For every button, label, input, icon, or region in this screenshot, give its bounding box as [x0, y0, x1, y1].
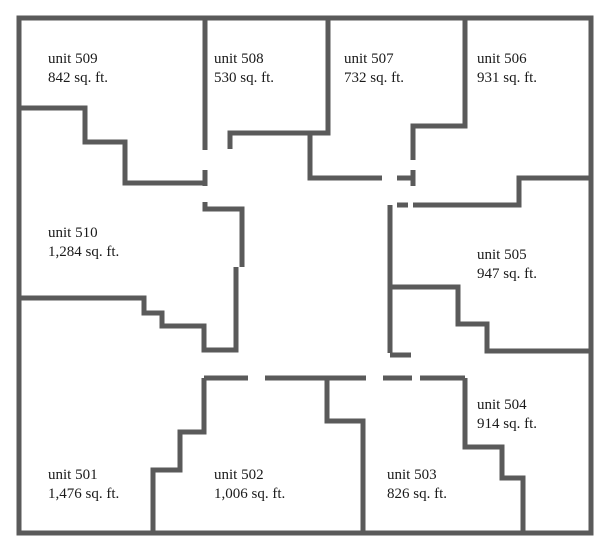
unit-510-label: unit 510 1,284 sq. ft.	[48, 224, 119, 262]
unit-name: unit 508	[214, 51, 264, 67]
unit-name: unit 505	[477, 247, 527, 263]
unit-509-label: unit 509 842 sq. ft.	[48, 50, 108, 88]
unit-name: unit 504	[477, 397, 527, 413]
wall-510-right	[202, 202, 245, 267]
unit-area: 914 sq. ft.	[477, 416, 537, 432]
wall-507-bottom	[307, 133, 382, 181]
unit-501-label: unit 501 1,476 sq. ft.	[48, 466, 119, 504]
unit-505-label: unit 505 947 sq. ft.	[477, 246, 537, 284]
unit-name: unit 502	[214, 467, 264, 483]
unit-area: 530 sq. ft.	[214, 70, 274, 86]
unit-name: unit 506	[477, 51, 527, 67]
unit-506-label: unit 506 931 sq. ft.	[477, 50, 537, 88]
unit-name: unit 507	[344, 51, 394, 67]
unit-area: 947 sq. ft.	[477, 266, 537, 282]
unit-508-label: unit 508 530 sq. ft.	[214, 50, 274, 88]
wall-503-504	[462, 378, 526, 533]
outer-wall	[16, 15, 594, 536]
unit-name: unit 509	[48, 51, 98, 67]
unit-area: 732 sq. ft.	[344, 70, 404, 86]
unit-507-label: unit 507 732 sq. ft.	[344, 50, 404, 88]
wall-505-bottom	[390, 284, 591, 354]
unit-name: unit 501	[48, 467, 98, 483]
unit-name: unit 503	[387, 467, 437, 483]
unit-504-label: unit 504 914 sq. ft.	[477, 396, 537, 434]
wall-510-right-2	[19, 267, 239, 353]
unit-area: 1,006 sq. ft.	[214, 486, 286, 502]
wall-508-bottom	[227, 18, 331, 149]
wall-507-506	[410, 18, 468, 160]
unit-name: unit 510	[48, 225, 98, 241]
unit-503-label: unit 503 826 sq. ft.	[387, 466, 447, 504]
unit-area: 826 sq. ft.	[387, 486, 447, 502]
unit-area: 931 sq. ft.	[477, 70, 537, 86]
unit-502-label: unit 502 1,006 sq. ft.	[214, 466, 285, 504]
wall-506-505	[413, 175, 591, 208]
wall-502-503	[324, 378, 366, 533]
wall-501-502	[150, 378, 207, 533]
unit-area: 842 sq. ft.	[48, 70, 108, 86]
unit-area: 1,476 sq. ft.	[48, 486, 120, 502]
wall-509-510	[19, 105, 205, 186]
unit-area: 1,284 sq. ft.	[48, 244, 120, 260]
